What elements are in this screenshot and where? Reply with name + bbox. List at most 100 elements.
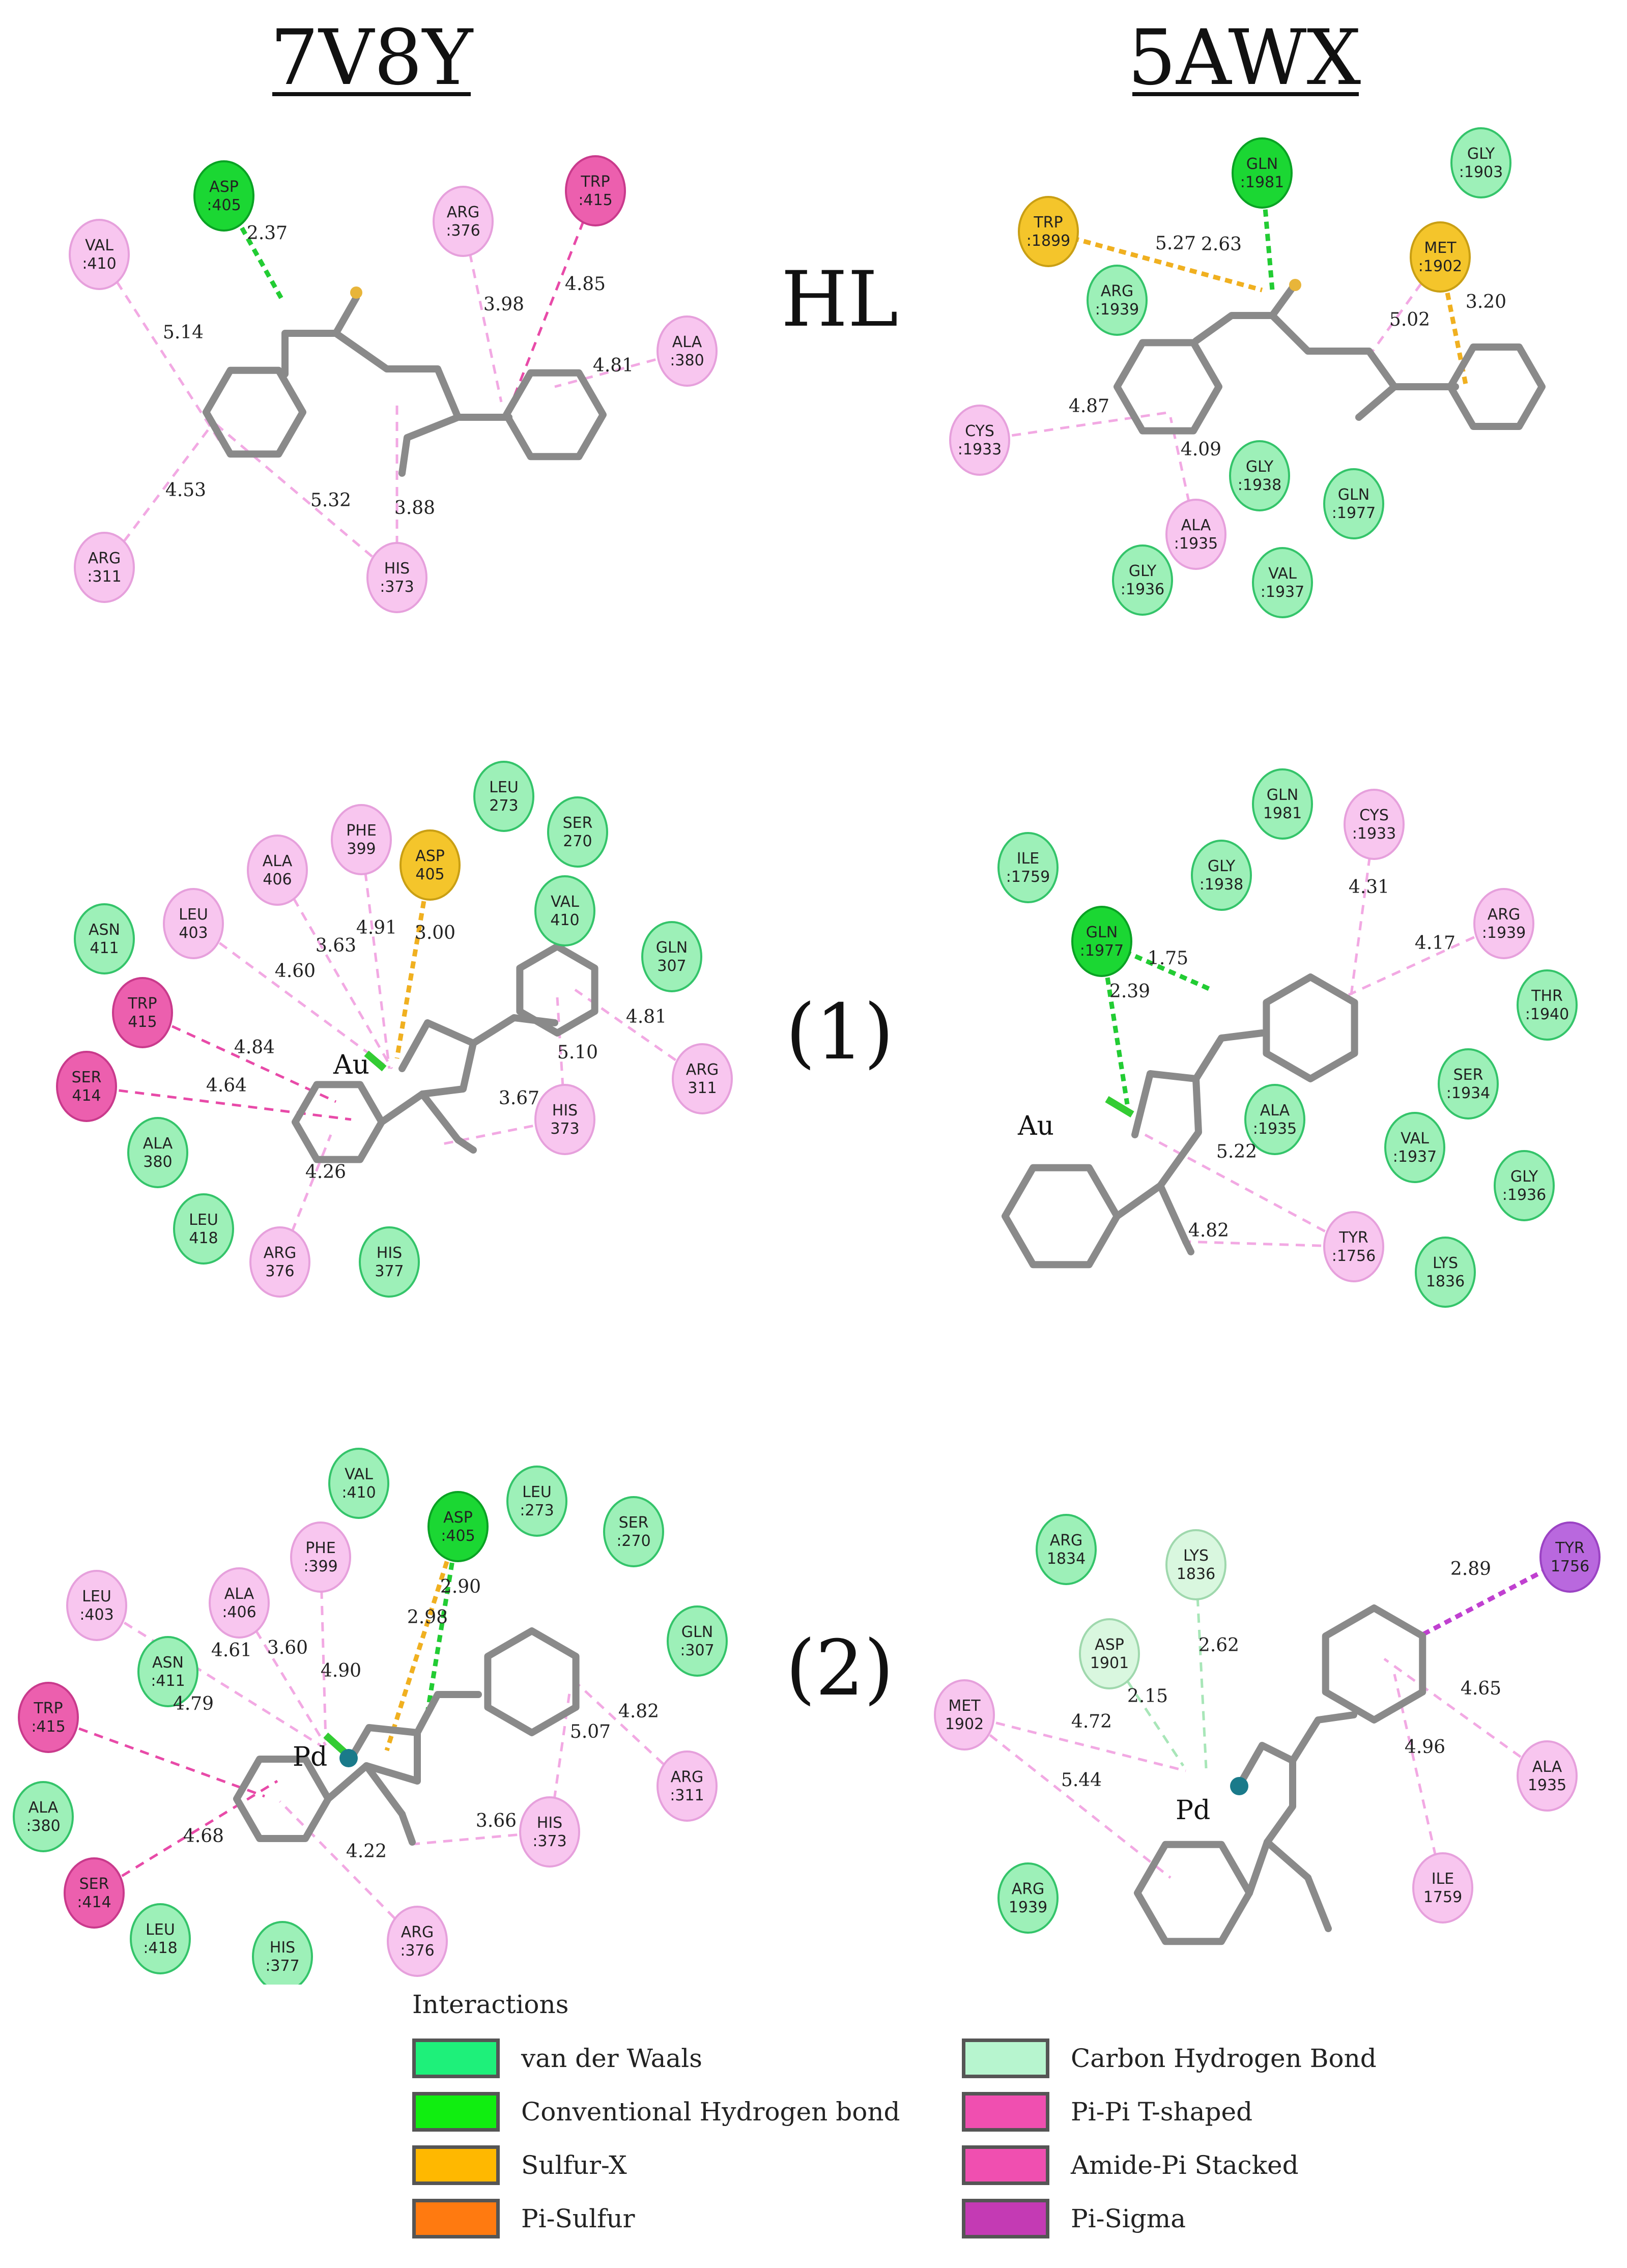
- residue-ellipse: [1191, 840, 1252, 911]
- distance-label: 2.63: [1201, 234, 1242, 255]
- residue-ellipse: [1344, 789, 1405, 860]
- distance-label: 4.84: [234, 1037, 275, 1058]
- residue-name: ALA: [28, 1799, 59, 1817]
- legend-item: van der Waals: [412, 2038, 702, 2079]
- residue-name: SER: [1453, 1066, 1483, 1084]
- ligand-bond: [292, 1081, 385, 1163]
- legend-swatch: [412, 2092, 500, 2132]
- residue-number: 270: [563, 832, 592, 850]
- residue-bubble: ALA:380: [13, 1781, 74, 1852]
- distance-label: 3.20: [1466, 292, 1506, 312]
- residue-ellipse: [672, 1043, 733, 1114]
- legend-label: Pi-Pi T-shaped: [1071, 2097, 1253, 2127]
- chlorine-bond: [1105, 1096, 1134, 1118]
- distance-label: 3.88: [394, 498, 435, 519]
- residue-name: MET: [1424, 239, 1457, 257]
- interaction-line: [98, 253, 225, 449]
- ligand-bond: [203, 366, 306, 458]
- residue-name: GLY: [1510, 1168, 1538, 1186]
- distance-label: 4.65: [1461, 1678, 1501, 1699]
- distance-label: 4.53: [165, 480, 206, 501]
- residue-name: ARG: [401, 1924, 434, 1941]
- distance-label: 5.10: [557, 1042, 598, 1063]
- legend-label: Pi-Sigma: [1071, 2204, 1186, 2233]
- ligand-bond: [1192, 312, 1276, 344]
- interaction-line: [1383, 1657, 1548, 1777]
- interaction-line: [963, 1714, 1172, 1879]
- residue-ellipse: [1165, 499, 1226, 570]
- residue-ellipse: [399, 829, 461, 901]
- residue-number: :405: [441, 1527, 475, 1545]
- interaction-line: [1260, 173, 1275, 291]
- residue-ellipse: [506, 1466, 567, 1537]
- residue-number: 1836: [1426, 1273, 1465, 1290]
- residue-number: :1935: [1174, 535, 1218, 553]
- residue-bubble: GLY:1936: [1494, 1150, 1555, 1221]
- distance-label: 5.32: [310, 490, 351, 511]
- residue-ellipse: [949, 405, 1010, 476]
- residue-ellipse: [247, 835, 308, 906]
- residue-number: :403: [79, 1606, 113, 1624]
- residue-name: ASN: [89, 921, 120, 939]
- residue-ellipse: [547, 796, 608, 868]
- residue-bubble: LEU:403: [66, 1570, 127, 1641]
- metal-label-au: Au: [333, 1050, 369, 1080]
- legend-label: Amide-Pi Stacked: [1071, 2150, 1299, 2180]
- residue-name: LEU: [522, 1483, 552, 1501]
- residue-ellipse: [1165, 1529, 1226, 1600]
- residue-number: 418: [189, 1229, 218, 1247]
- residue-ellipse: [1036, 1514, 1097, 1585]
- ligand-bond: [1002, 1164, 1121, 1269]
- residue-bubble: CYS:1933: [949, 405, 1010, 476]
- residue-bubble: GLN:307: [667, 1605, 728, 1677]
- residue-bubble: VAL:410: [69, 219, 130, 290]
- residue-ellipse: [1079, 1618, 1140, 1689]
- residue-ellipse: [193, 160, 254, 232]
- ligand-bond: [454, 1136, 477, 1154]
- residue-number: :411: [151, 1672, 185, 1690]
- residue-number: :1937: [1393, 1148, 1437, 1166]
- residue-number: :406: [222, 1603, 256, 1621]
- ligand-bond: [484, 1627, 580, 1736]
- residue-number: :380: [670, 352, 704, 369]
- residue-number: :376: [446, 222, 480, 240]
- interaction-line: [384, 1526, 461, 1752]
- distance-label: 4.22: [346, 1841, 387, 1862]
- distance-label: 5.14: [163, 322, 204, 343]
- interaction-line: [103, 421, 215, 568]
- residue-number: 406: [263, 871, 292, 888]
- residue-ellipse: [997, 1862, 1059, 1934]
- ligand-bond: [516, 943, 598, 1037]
- residue-number: 403: [179, 924, 208, 942]
- residue-number: 380: [143, 1153, 172, 1171]
- residue-ellipse: [534, 875, 595, 946]
- residue-name: LYS: [1183, 1547, 1209, 1565]
- residue-name: ARG: [671, 1768, 704, 1786]
- residue-ellipse: [252, 1921, 313, 1985]
- residue-number: :1938: [1238, 476, 1281, 494]
- distance-label: 2.90: [440, 1576, 481, 1597]
- residue-number: :1939: [1095, 301, 1139, 319]
- residue-bubble: VAL:1937: [1384, 1112, 1445, 1183]
- residue-number: :1977: [1332, 504, 1376, 522]
- residue-number: :270: [616, 1532, 650, 1550]
- residue-ellipse: [1252, 547, 1313, 618]
- ligand-bond: [1246, 1839, 1311, 1897]
- legend-item: Pi-Pi T-shaped: [962, 2091, 1252, 2132]
- residue-name: HIS: [377, 1244, 402, 1262]
- residue-number: :1940: [1525, 1006, 1569, 1023]
- residue-name: LYS: [1433, 1254, 1458, 1272]
- residue-ellipse: [127, 1117, 188, 1188]
- ligand-bond: [1114, 339, 1222, 435]
- ligand-bond: [1182, 1238, 1194, 1255]
- residue-number: :311: [670, 1787, 704, 1804]
- residue-name: ARG: [447, 204, 480, 221]
- sulfur-atom: [350, 286, 362, 299]
- residue-bubble: ASP:405: [193, 160, 254, 232]
- row-label-1: (1): [786, 988, 894, 1077]
